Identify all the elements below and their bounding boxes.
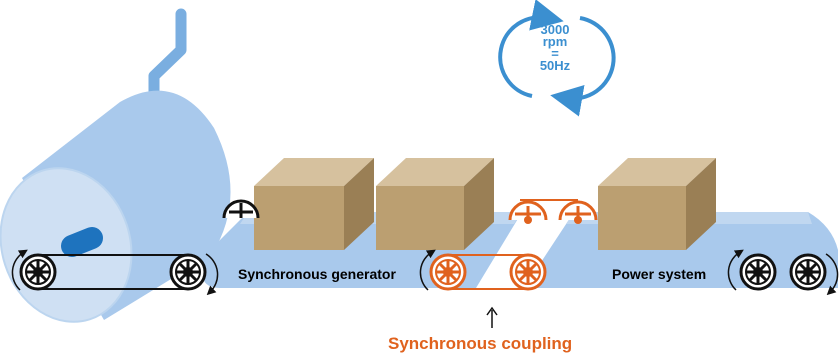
cargo-box-2: [376, 158, 494, 250]
generator-back-wheel: [222, 199, 260, 219]
turbine-wheel-right: [169, 253, 207, 291]
speed-badge-line2: rpm: [542, 34, 568, 49]
speed-badge-line3: =: [551, 46, 559, 61]
speed-badge-line4: 50Hz: [539, 58, 571, 73]
power-wheel-right: [789, 253, 827, 291]
wheel-rotation-arrows: [11, 249, 839, 296]
coupling-back-wheel-2: [558, 200, 598, 224]
speed-badge: 3000 rpm = 50Hz: [518, 22, 592, 73]
rotation-arrow-icon: [498, 0, 616, 117]
turbine-cylinder: [0, 90, 231, 323]
speed-badge-line1: 3000: [540, 22, 570, 37]
coupling-label: Synchronous coupling: [388, 334, 573, 353]
cargo-box-1: [254, 158, 374, 250]
coupling-wheel-right: [509, 253, 547, 291]
up-arrow-icon: [486, 306, 498, 328]
coupling-wheel-left: [429, 253, 467, 291]
coupling-belt: [448, 199, 578, 290]
power-wheel-left: [739, 253, 777, 291]
turbine-wheel-left: [19, 253, 57, 291]
turbine-belt: [38, 254, 188, 290]
turbine-axle: [61, 227, 103, 257]
cargo-box-3: [598, 158, 716, 250]
generator-label: Synchronous generator: [238, 266, 396, 282]
power-system-label: Power system: [612, 266, 707, 282]
coupling-back-wheel-1: [508, 200, 548, 224]
